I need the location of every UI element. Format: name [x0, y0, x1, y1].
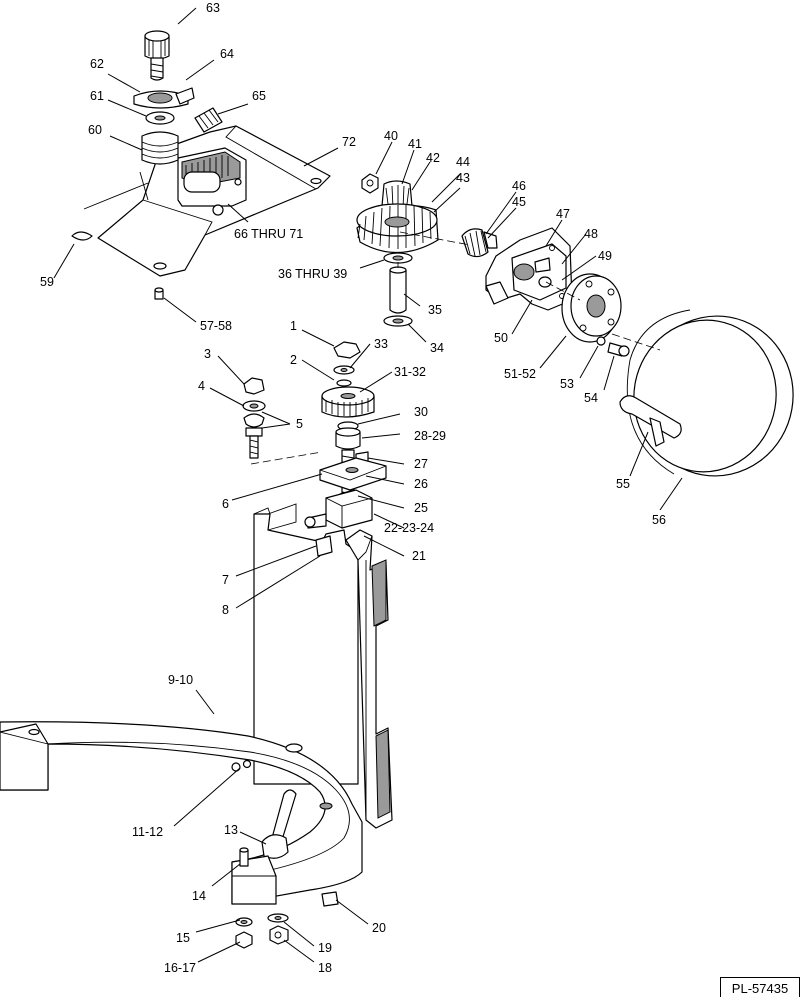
- callout-42: 42: [426, 151, 440, 165]
- callout-33: 33: [374, 337, 388, 351]
- callout-20: 20: [372, 921, 386, 935]
- callout-30: 30: [414, 405, 428, 419]
- callout-4: 4: [198, 379, 205, 393]
- switch-stack: [71, 30, 223, 300]
- leader-lines: [53, 7, 683, 963]
- callout-27: 27: [414, 457, 428, 471]
- callout-11-12: 11-12: [132, 825, 163, 839]
- callout-14: 14: [192, 889, 206, 903]
- callout-3: 3: [204, 347, 211, 361]
- callout-53: 53: [560, 377, 574, 391]
- callout-65: 65: [252, 89, 266, 103]
- callout-22-23-24: 22-23-24: [384, 521, 434, 535]
- gear-train: [356, 173, 498, 327]
- callout-6: 6: [222, 497, 229, 511]
- callout-49: 49: [598, 249, 612, 263]
- callout-51-52: 51-52: [504, 367, 536, 381]
- callout-19: 19: [318, 941, 332, 955]
- callout-46: 46: [512, 179, 526, 193]
- plate-id-label: PL-57435: [720, 977, 800, 997]
- callout-44: 44: [456, 155, 470, 169]
- callout-55: 55: [616, 477, 630, 491]
- callout-7: 7: [222, 573, 229, 587]
- callout-5: 5: [296, 417, 303, 431]
- callout-54: 54: [584, 391, 598, 405]
- left-bolt-stack: [242, 377, 266, 459]
- callout-16-17: 16-17: [164, 961, 196, 975]
- callout-72: 72: [342, 135, 356, 149]
- callout-60: 60: [88, 123, 102, 137]
- callout-56: 56: [652, 513, 666, 527]
- callout-41: 41: [408, 137, 422, 151]
- callout-31-32: 31-32: [394, 365, 426, 379]
- mounting-plate-assembly: [83, 125, 331, 277]
- curved-base: [0, 721, 363, 949]
- callout-labels: 63 62 64 61 65 60 72 66 THRU 71 59 57-58…: [40, 1, 666, 975]
- callout-2: 2: [290, 353, 297, 367]
- callout-63: 63: [206, 1, 220, 15]
- callout-64: 64: [220, 47, 234, 61]
- callout-1: 1: [290, 319, 297, 333]
- upright-column: [253, 457, 393, 829]
- callout-18: 18: [318, 961, 332, 975]
- callout-26: 26: [414, 477, 428, 491]
- callout-35: 35: [428, 303, 442, 317]
- callout-48: 48: [584, 227, 598, 241]
- callout-28-29: 28-29: [414, 429, 446, 443]
- callout-62: 62: [90, 57, 104, 71]
- callout-36-thru-39: 36 THRU 39: [278, 267, 347, 281]
- callout-50: 50: [494, 331, 508, 345]
- callout-61: 61: [90, 89, 104, 103]
- callout-34: 34: [430, 341, 444, 355]
- callout-9-10: 9-10: [168, 673, 193, 687]
- handwheel: [611, 309, 794, 477]
- callout-25: 25: [414, 501, 428, 515]
- centerlines: [250, 231, 581, 465]
- callout-45: 45: [512, 195, 526, 209]
- callout-13: 13: [224, 823, 238, 837]
- callout-59: 59: [40, 275, 54, 289]
- callout-40: 40: [384, 129, 398, 143]
- gear-housing: [485, 227, 573, 311]
- callout-47: 47: [556, 207, 570, 221]
- callout-21: 21: [412, 549, 426, 563]
- callout-43: 43: [456, 171, 470, 185]
- flange-hub: [561, 273, 630, 357]
- callout-15: 15: [176, 931, 190, 945]
- callout-8: 8: [222, 603, 229, 617]
- callout-57-58: 57-58: [200, 319, 232, 333]
- callout-66-thru-71: 66 THRU 71: [234, 227, 303, 241]
